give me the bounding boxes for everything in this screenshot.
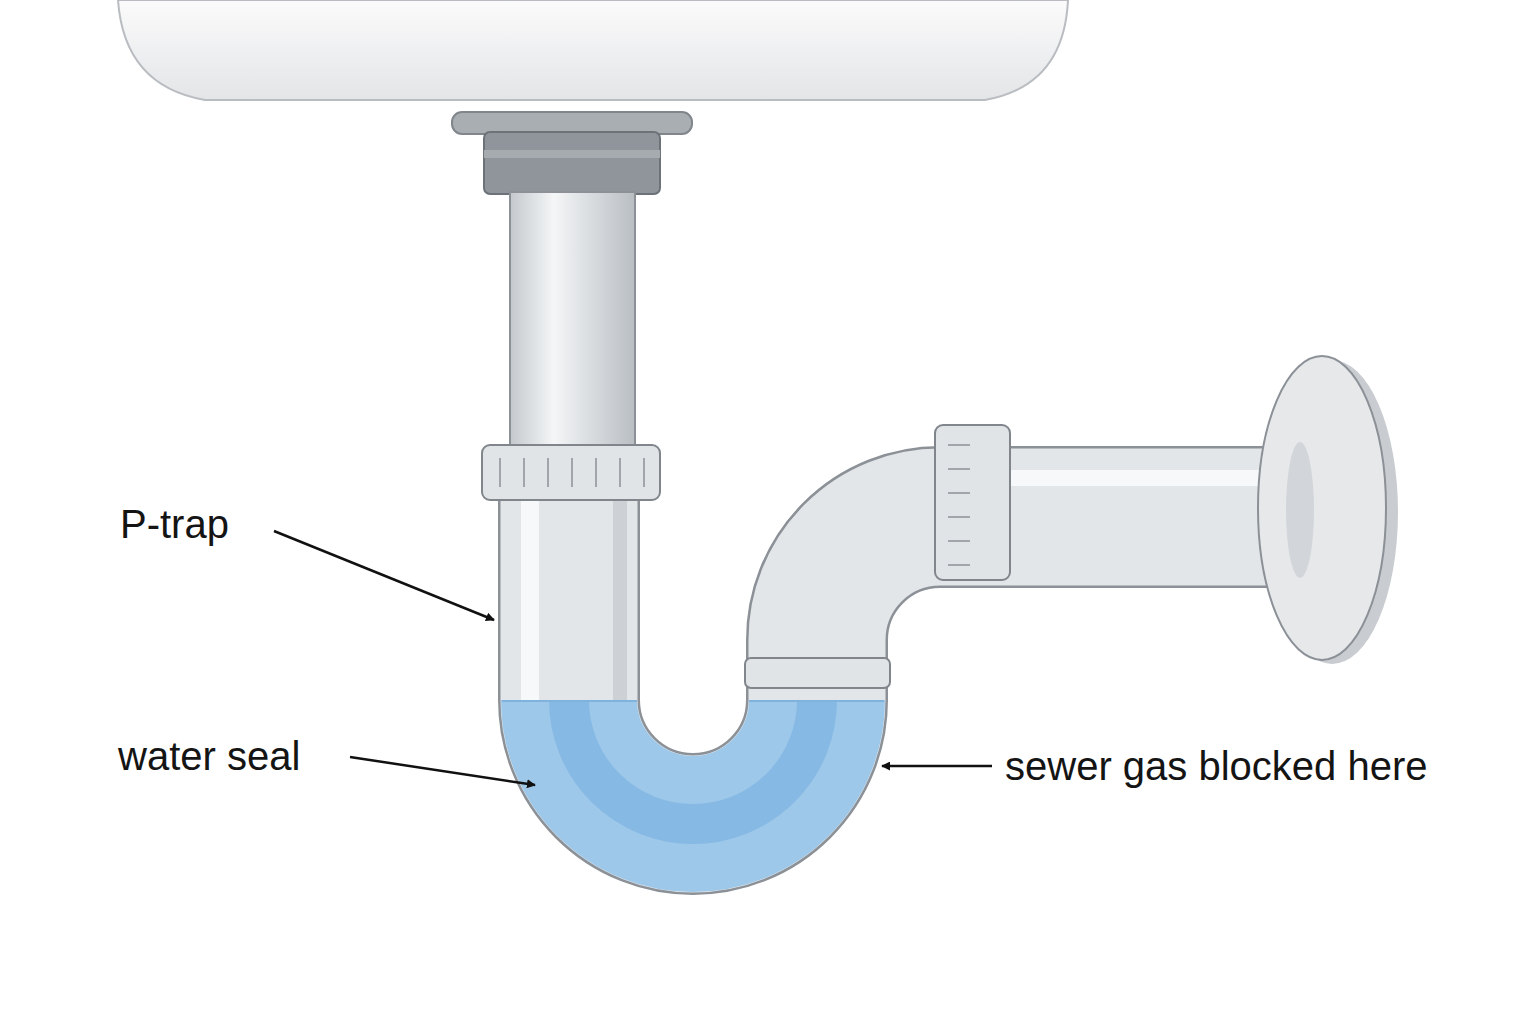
drain-collar [484,132,660,194]
sink-basin [118,0,1068,100]
nut-ridge [948,444,970,446]
nut-ridges [948,445,970,565]
nut-ridge [571,458,573,487]
part-label: sewer gas blocked here [1005,744,1427,788]
nut-ridge [523,458,525,487]
nut-ridges [500,458,644,487]
collar-ring [484,150,660,158]
slip-nut [482,445,660,500]
part-label: P-trap [120,502,229,546]
slip-nut [935,425,1010,580]
water [569,700,817,824]
pipe-shade [613,470,627,700]
pipe-end [1286,442,1314,578]
water-surface [749,700,884,702]
nut-ridge [948,516,970,518]
nut-ridge [948,492,970,494]
slip-ring [745,658,890,688]
nut-ridge [595,458,597,487]
drain-flange [452,112,692,134]
water-surface [502,700,637,702]
wall-escutcheon [1258,356,1386,660]
pipe-highlight [521,470,539,700]
leader-arrow [882,765,992,768]
leader-arrow [350,757,535,785]
leader-arrow [274,531,494,620]
part-label: water seal [118,734,300,778]
nut-ridge [499,458,501,487]
nut-ridge [643,458,645,487]
nut-ridge [547,458,549,487]
nut-ridge [948,564,970,566]
tailpiece [510,192,635,472]
nut-ridge [619,458,621,487]
nut-ridge [948,468,970,470]
nut-ridge [948,540,970,542]
